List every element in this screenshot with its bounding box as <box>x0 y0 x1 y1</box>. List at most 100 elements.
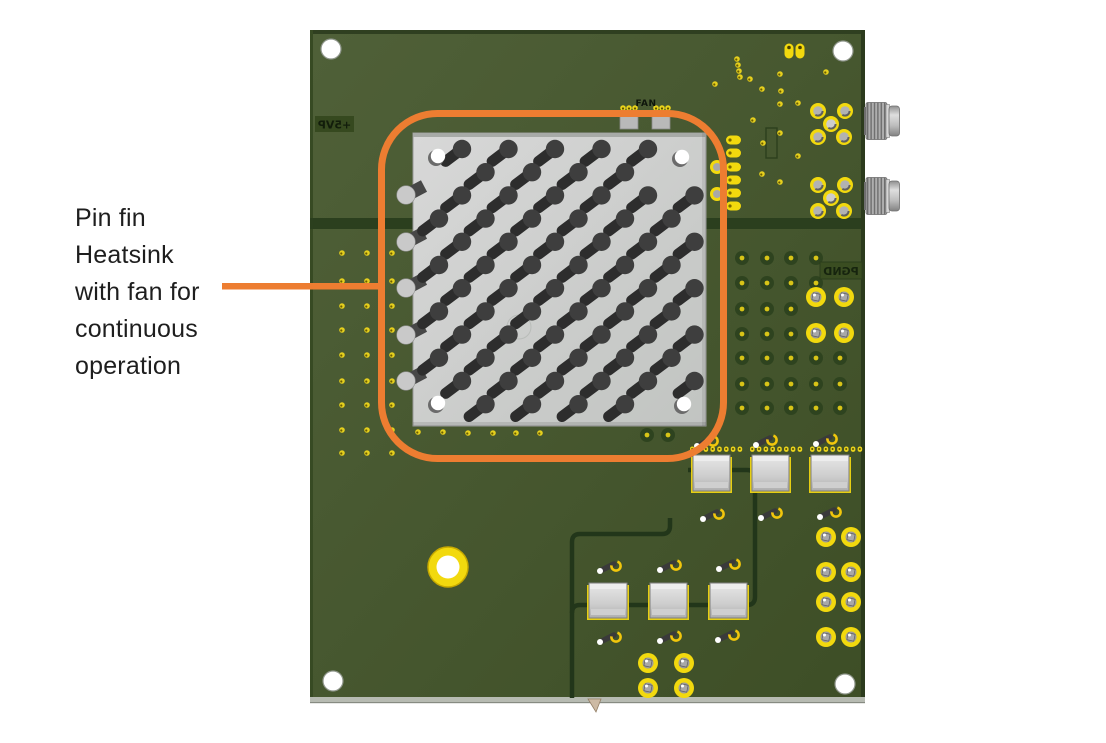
board-edge-bottom-line <box>310 702 865 704</box>
plated-via <box>735 327 749 341</box>
heatsink-bottom-shade <box>413 422 706 426</box>
via <box>795 100 801 106</box>
plated-via <box>735 377 749 391</box>
pin-hole <box>834 323 854 343</box>
via <box>759 86 765 92</box>
cap-pad <box>770 446 775 452</box>
plated-via <box>760 327 774 341</box>
sma-connector <box>864 177 900 215</box>
heatsink-side-pin <box>396 180 428 205</box>
heatsink-pin <box>486 139 518 167</box>
via <box>747 76 753 82</box>
cap-pad <box>750 446 755 452</box>
via <box>339 402 345 408</box>
test-point <box>597 560 622 574</box>
via <box>777 179 783 185</box>
via <box>389 327 395 333</box>
via <box>339 378 345 384</box>
via <box>364 378 370 384</box>
heatsink-pin <box>603 163 635 191</box>
plated-via <box>735 302 749 316</box>
heatsink-pin <box>626 139 658 167</box>
test-point <box>657 559 682 573</box>
fan-pad <box>626 105 632 111</box>
heatsink-pin <box>579 371 611 399</box>
cap-pad <box>737 446 743 452</box>
via <box>737 74 743 80</box>
via <box>389 402 395 408</box>
pin-hole <box>841 562 861 582</box>
via <box>339 278 345 284</box>
callout-line: Heatsink <box>75 241 174 269</box>
via <box>364 303 370 309</box>
via-cluster-hole <box>837 177 853 193</box>
test-point <box>715 629 740 643</box>
plated-via <box>784 276 798 290</box>
pad <box>784 43 794 59</box>
pin-hole <box>834 287 854 307</box>
highlight-box <box>378 110 727 462</box>
via <box>759 171 765 177</box>
heatsink-pin <box>672 186 704 214</box>
via <box>339 250 345 256</box>
heatsink-pin <box>533 279 565 307</box>
heatsink-pin <box>626 325 658 353</box>
heatsink-pin <box>417 255 449 283</box>
mounting-hole <box>834 673 856 695</box>
heatsink-pin <box>440 186 472 214</box>
plated-via <box>735 251 749 265</box>
heatsink-right-shade <box>702 133 706 426</box>
via <box>490 430 496 436</box>
plated-via <box>760 351 774 365</box>
fan-pad <box>659 105 665 111</box>
mounting-hole <box>320 38 342 60</box>
heatsink-pin <box>556 163 588 191</box>
pin-hole <box>806 323 826 343</box>
heatsink-pin <box>649 302 681 330</box>
via <box>364 278 370 284</box>
plated-via <box>784 401 798 415</box>
test-point <box>758 507 783 521</box>
test-point <box>700 508 725 522</box>
capacitor <box>587 582 629 620</box>
heatsink-pin <box>486 186 518 214</box>
pin-hole <box>638 653 658 673</box>
cap-pad <box>830 446 835 452</box>
via <box>339 427 345 433</box>
capacitor <box>708 582 749 620</box>
plated-via <box>735 401 749 415</box>
heatsink-pin <box>417 348 449 376</box>
plated-via <box>833 351 847 365</box>
pin-hole <box>674 653 694 673</box>
fan-pad <box>653 105 659 111</box>
stadium-pad <box>726 175 741 185</box>
pin-hole <box>816 527 836 547</box>
heatsink-pin <box>626 279 658 307</box>
heatsink-pin <box>579 279 611 307</box>
plated-via <box>784 327 798 341</box>
via <box>364 352 370 358</box>
heatsink-pin <box>603 255 635 283</box>
heatsink-screw-hole <box>428 395 446 413</box>
cap-pad <box>710 446 715 452</box>
test-point <box>597 631 622 645</box>
heatsink-pin <box>510 163 542 191</box>
via <box>389 250 395 256</box>
via <box>415 429 421 435</box>
board-pin-tab <box>587 698 602 713</box>
capacitor <box>691 454 732 493</box>
plated-via <box>833 401 847 415</box>
pin-hole <box>841 527 861 547</box>
test-point <box>657 630 682 644</box>
cap-pad <box>784 446 789 452</box>
heatsink-pin <box>649 255 681 283</box>
heatsink-pin <box>603 395 635 423</box>
heatsink-screw-holes <box>428 148 692 414</box>
heatsink-pin <box>486 232 518 260</box>
heatsink-pin <box>626 371 658 399</box>
heatsink-pin <box>626 186 658 214</box>
plated-via <box>760 401 774 415</box>
via-cluster-hole <box>836 203 852 219</box>
heatsink-screw-hole <box>428 148 446 166</box>
